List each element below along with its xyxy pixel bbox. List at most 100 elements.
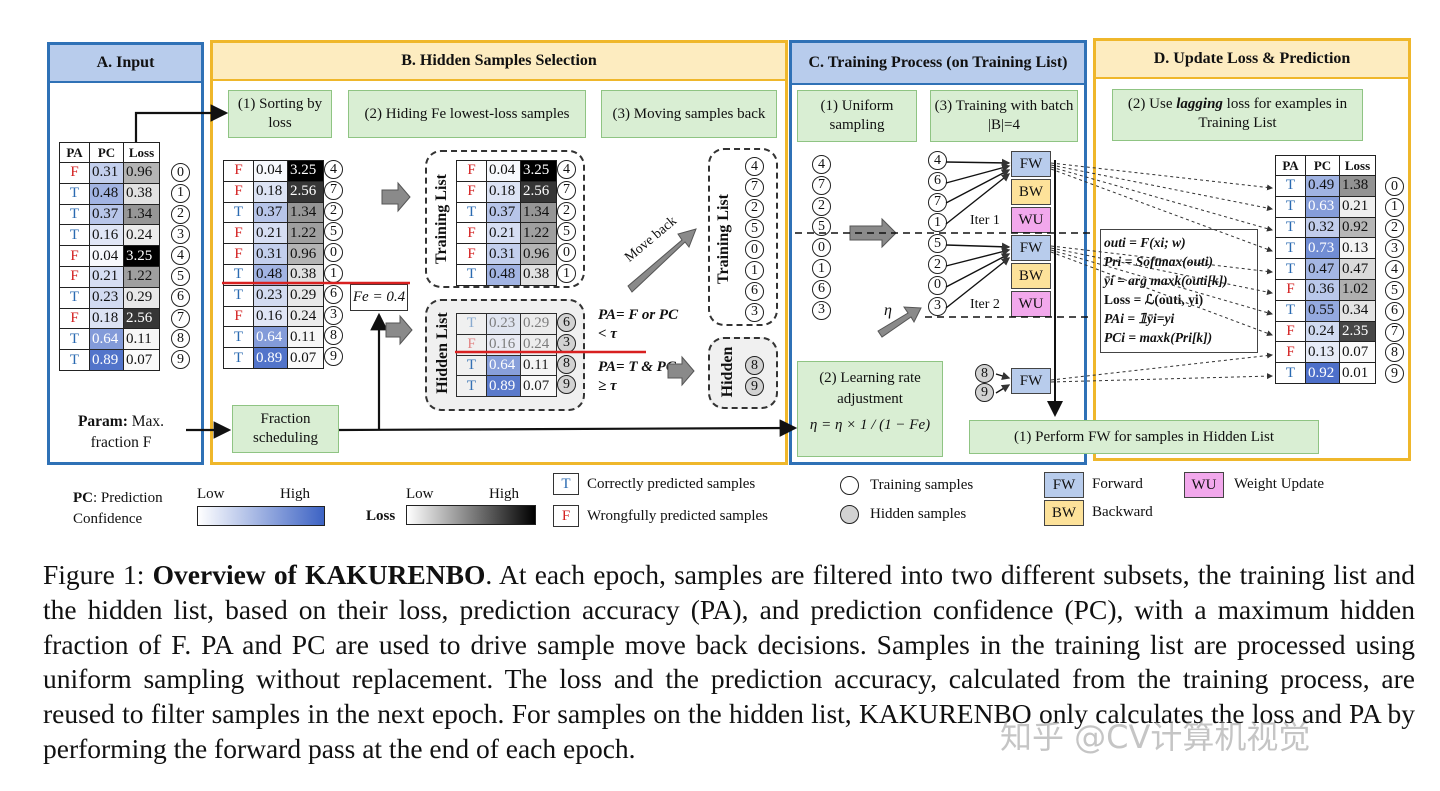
loss-cell: 3.25 (520, 160, 557, 182)
sample-id-circle: 2 (1385, 218, 1404, 238)
sample-id-circle: 7 (1385, 322, 1404, 342)
sample-id-circle: 2 (324, 201, 343, 221)
confidence-cell: 0.89 (253, 347, 288, 369)
loss-cell: 0.13 (1339, 237, 1376, 260)
sample-id-circle: 0 (324, 243, 343, 263)
moved-training-label: Training List (715, 194, 732, 284)
loss-cell: 1.02 (1339, 278, 1376, 301)
step-perform-fw: (1) Perform FW for samples in Hidden Lis… (969, 420, 1319, 454)
sample-id-circle: 7 (812, 175, 831, 195)
hidden-list-label: Hidden List (434, 312, 451, 394)
legend-hidden-samples: Hidden samples (870, 506, 967, 522)
loss-cell: 0.29 (123, 286, 160, 309)
panel-training-process-title: C. Training Process (on Training List) (792, 43, 1084, 85)
sample-id-circle: 9 (975, 383, 994, 402)
sample-id-circle: 7 (745, 177, 764, 197)
sample-id-circle: 9 (1385, 364, 1404, 384)
lagging-post: loss for examples in Training List (1198, 96, 1348, 131)
step-uniform-sampling: (1) Uniform sampling (797, 90, 917, 142)
moved-training-box (708, 148, 778, 326)
legend-pc-label: PC (73, 490, 93, 506)
moved-hidden-label: Hidden (719, 346, 736, 398)
legend-true-marker: T (553, 473, 579, 495)
sample-id-circle: 3 (745, 302, 764, 322)
loss-cell: 1.34 (123, 203, 160, 226)
lagging-pre: (2) Use (1127, 96, 1177, 112)
confidence-cell: 0.16 (89, 224, 124, 247)
prediction-accuracy-cell: T (456, 354, 487, 377)
caption-bold: Overview of KAKURENBO (152, 559, 486, 590)
formula-list: outi = F(xi; w)Pri = Softmax(outi)ȳi = a… (1104, 233, 1228, 347)
loss-cell: 0.47 (1339, 258, 1376, 280)
formula-line: Loss = ℒ(outi, yi) (1104, 292, 1204, 307)
condition-move-back: PA= F or PC < τ (598, 307, 679, 342)
loss-cell: 1.22 (520, 222, 557, 245)
loss-cell: 3.25 (287, 160, 324, 182)
caption-lead: Figure 1: (43, 559, 153, 590)
confidence-cell: 0.23 (486, 313, 521, 335)
forward-block-hidden: FW (1011, 368, 1051, 394)
confidence-cell: 0.92 (1305, 362, 1340, 384)
param-text: Param: Max. fraction F (62, 411, 180, 453)
prediction-accuracy-cell: T (1275, 195, 1306, 218)
sample-id-circle: 0 (171, 163, 190, 182)
forward-block-iter1: FW (1011, 151, 1051, 177)
confidence-cell: 0.49 (1305, 175, 1340, 197)
loss-cell: 0.24 (520, 333, 557, 356)
sample-id-circle: 1 (1385, 197, 1404, 217)
confidence-cell: 0.16 (253, 305, 288, 328)
sample-id-circle: 4 (1385, 260, 1404, 280)
sample-id-circle: 4 (324, 160, 343, 179)
legend-pc: PC: Prediction Confidence (73, 488, 191, 530)
moved-hidden-box (708, 337, 778, 409)
confidence-cell: 0.48 (486, 263, 521, 286)
param-label: Param: (77, 413, 128, 430)
loss-cell: 0.24 (123, 224, 160, 247)
loss-cell: 0.96 (287, 243, 324, 265)
sample-id-circle: 8 (745, 356, 764, 375)
loss-cell: 0.07 (520, 375, 557, 398)
prediction-accuracy-cell: T (1275, 237, 1306, 260)
sample-id-circle: 1 (745, 261, 764, 280)
loss-cell: 0.96 (520, 243, 557, 265)
confidence-cell: 0.18 (253, 180, 288, 203)
loss-cell: 2.35 (1339, 320, 1376, 343)
sample-id-circle: 4 (171, 246, 190, 266)
loss-cell: 0.11 (520, 354, 557, 377)
sample-id-circle: 5 (1385, 281, 1404, 300)
legend-pc-low: Low (197, 486, 225, 502)
loss-cell: 1.38 (1339, 175, 1376, 197)
sample-id-circle: 6 (745, 281, 764, 301)
confidence-cell: 0.24 (1305, 320, 1340, 343)
prediction-accuracy-cell: F (59, 265, 90, 288)
sample-id-circle: 8 (171, 329, 190, 349)
loss-cell: 0.11 (123, 328, 160, 351)
loss-cell: 0.34 (1339, 299, 1376, 322)
loss-cell: 0.21 (1339, 195, 1376, 218)
legend-hidden-circle (840, 505, 859, 524)
legend-wrong: Wrongfully predicted samples (587, 508, 769, 524)
learning-rate-formula: η = η × 1 / (1 − Fe) (809, 417, 931, 433)
sample-id-circle: 2 (812, 196, 831, 216)
training-list-label: Training List (433, 174, 450, 264)
loss-cell: 1.22 (287, 222, 324, 245)
step-moving: (3) Moving samples back (601, 90, 777, 138)
loss-cell: 0.38 (123, 182, 160, 205)
prediction-accuracy-cell: T (59, 203, 90, 226)
sample-id-circle: 9 (557, 375, 576, 395)
